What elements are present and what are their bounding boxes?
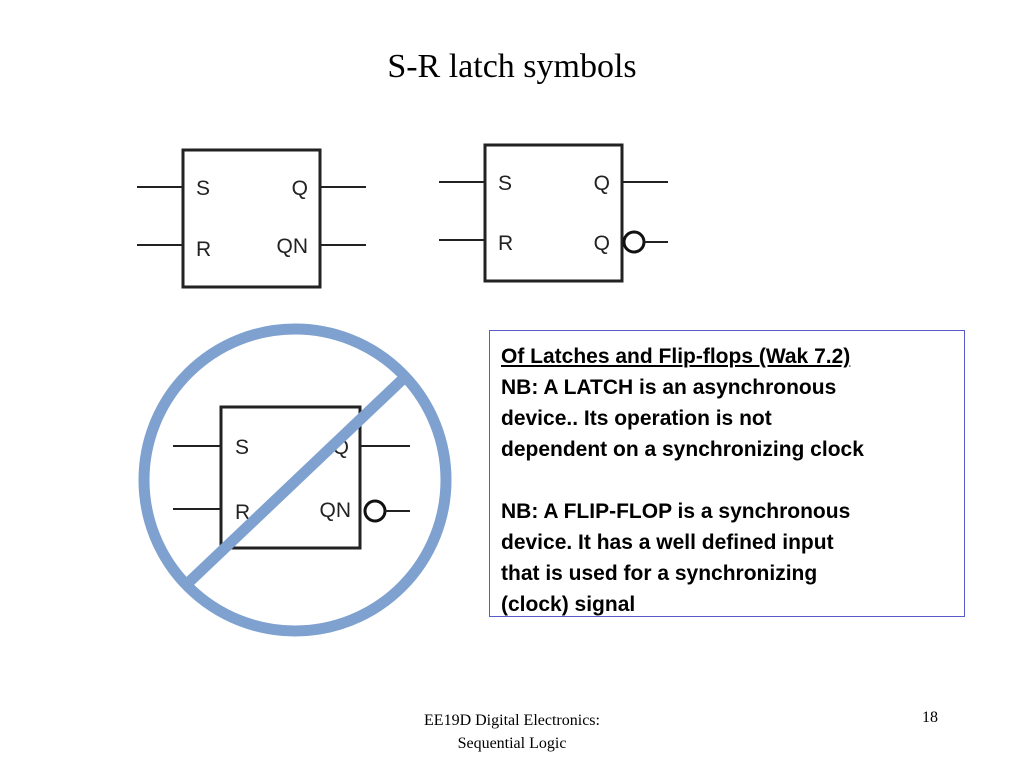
note-line: device. It has a well defined input	[501, 531, 834, 554]
note-line: NB: A LATCH is an asynchronous	[501, 376, 837, 399]
prohibition-circle	[138, 323, 452, 637]
prohibition-sign	[138, 323, 452, 637]
latch-symbol-bubble: S R Q Q	[439, 143, 668, 283]
s-pin-label: S	[235, 436, 249, 459]
note-line: that is used for a synchronizing	[501, 562, 818, 585]
inversion-bubble	[622, 230, 646, 254]
note-heading: Of Latches and Flip-flops (Wak 7.2)	[501, 345, 851, 368]
page-number: 18	[922, 709, 938, 726]
note-line: dependent on a synchronizing clock	[501, 438, 864, 461]
r-pin-label: R	[196, 238, 211, 261]
footer-course: EE19D Digital Electronics: Sequential Lo…	[362, 709, 662, 755]
latch-box	[181, 148, 322, 289]
qbar-pin-label: Q	[594, 232, 610, 255]
slide-title: S-R latch symbols	[387, 48, 637, 85]
r-pin-label: R	[235, 501, 250, 524]
footer-course-line: Sequential Logic	[457, 735, 567, 752]
note-line: (clock) signal	[501, 593, 636, 616]
latch-flipflop-note: Of Latches and Flip-flops (Wak 7.2) NB: …	[489, 330, 965, 617]
latch-box	[483, 143, 624, 283]
q-pin-label: Q	[292, 177, 308, 200]
latch-diagrams: S R Q QN S R Q Q S R Q QN	[137, 143, 668, 637]
prohibition-slash	[183, 373, 409, 588]
latch-symbol-qn: S R Q QN	[137, 148, 366, 289]
qn-pin-label: QN	[277, 235, 309, 258]
inversion-bubble	[363, 499, 387, 523]
note-line: device.. Its operation is not	[501, 407, 772, 430]
note-spacer	[501, 465, 964, 496]
q-pin-label: Q	[594, 172, 610, 195]
s-pin-label: S	[196, 177, 210, 200]
footer-course-line: EE19D Digital Electronics:	[424, 712, 600, 729]
r-pin-label: R	[498, 232, 513, 255]
note-line: NB: A FLIP-FLOP is a synchronous	[501, 500, 851, 523]
s-pin-label: S	[498, 172, 512, 195]
qn-pin-label: QN	[320, 499, 352, 522]
